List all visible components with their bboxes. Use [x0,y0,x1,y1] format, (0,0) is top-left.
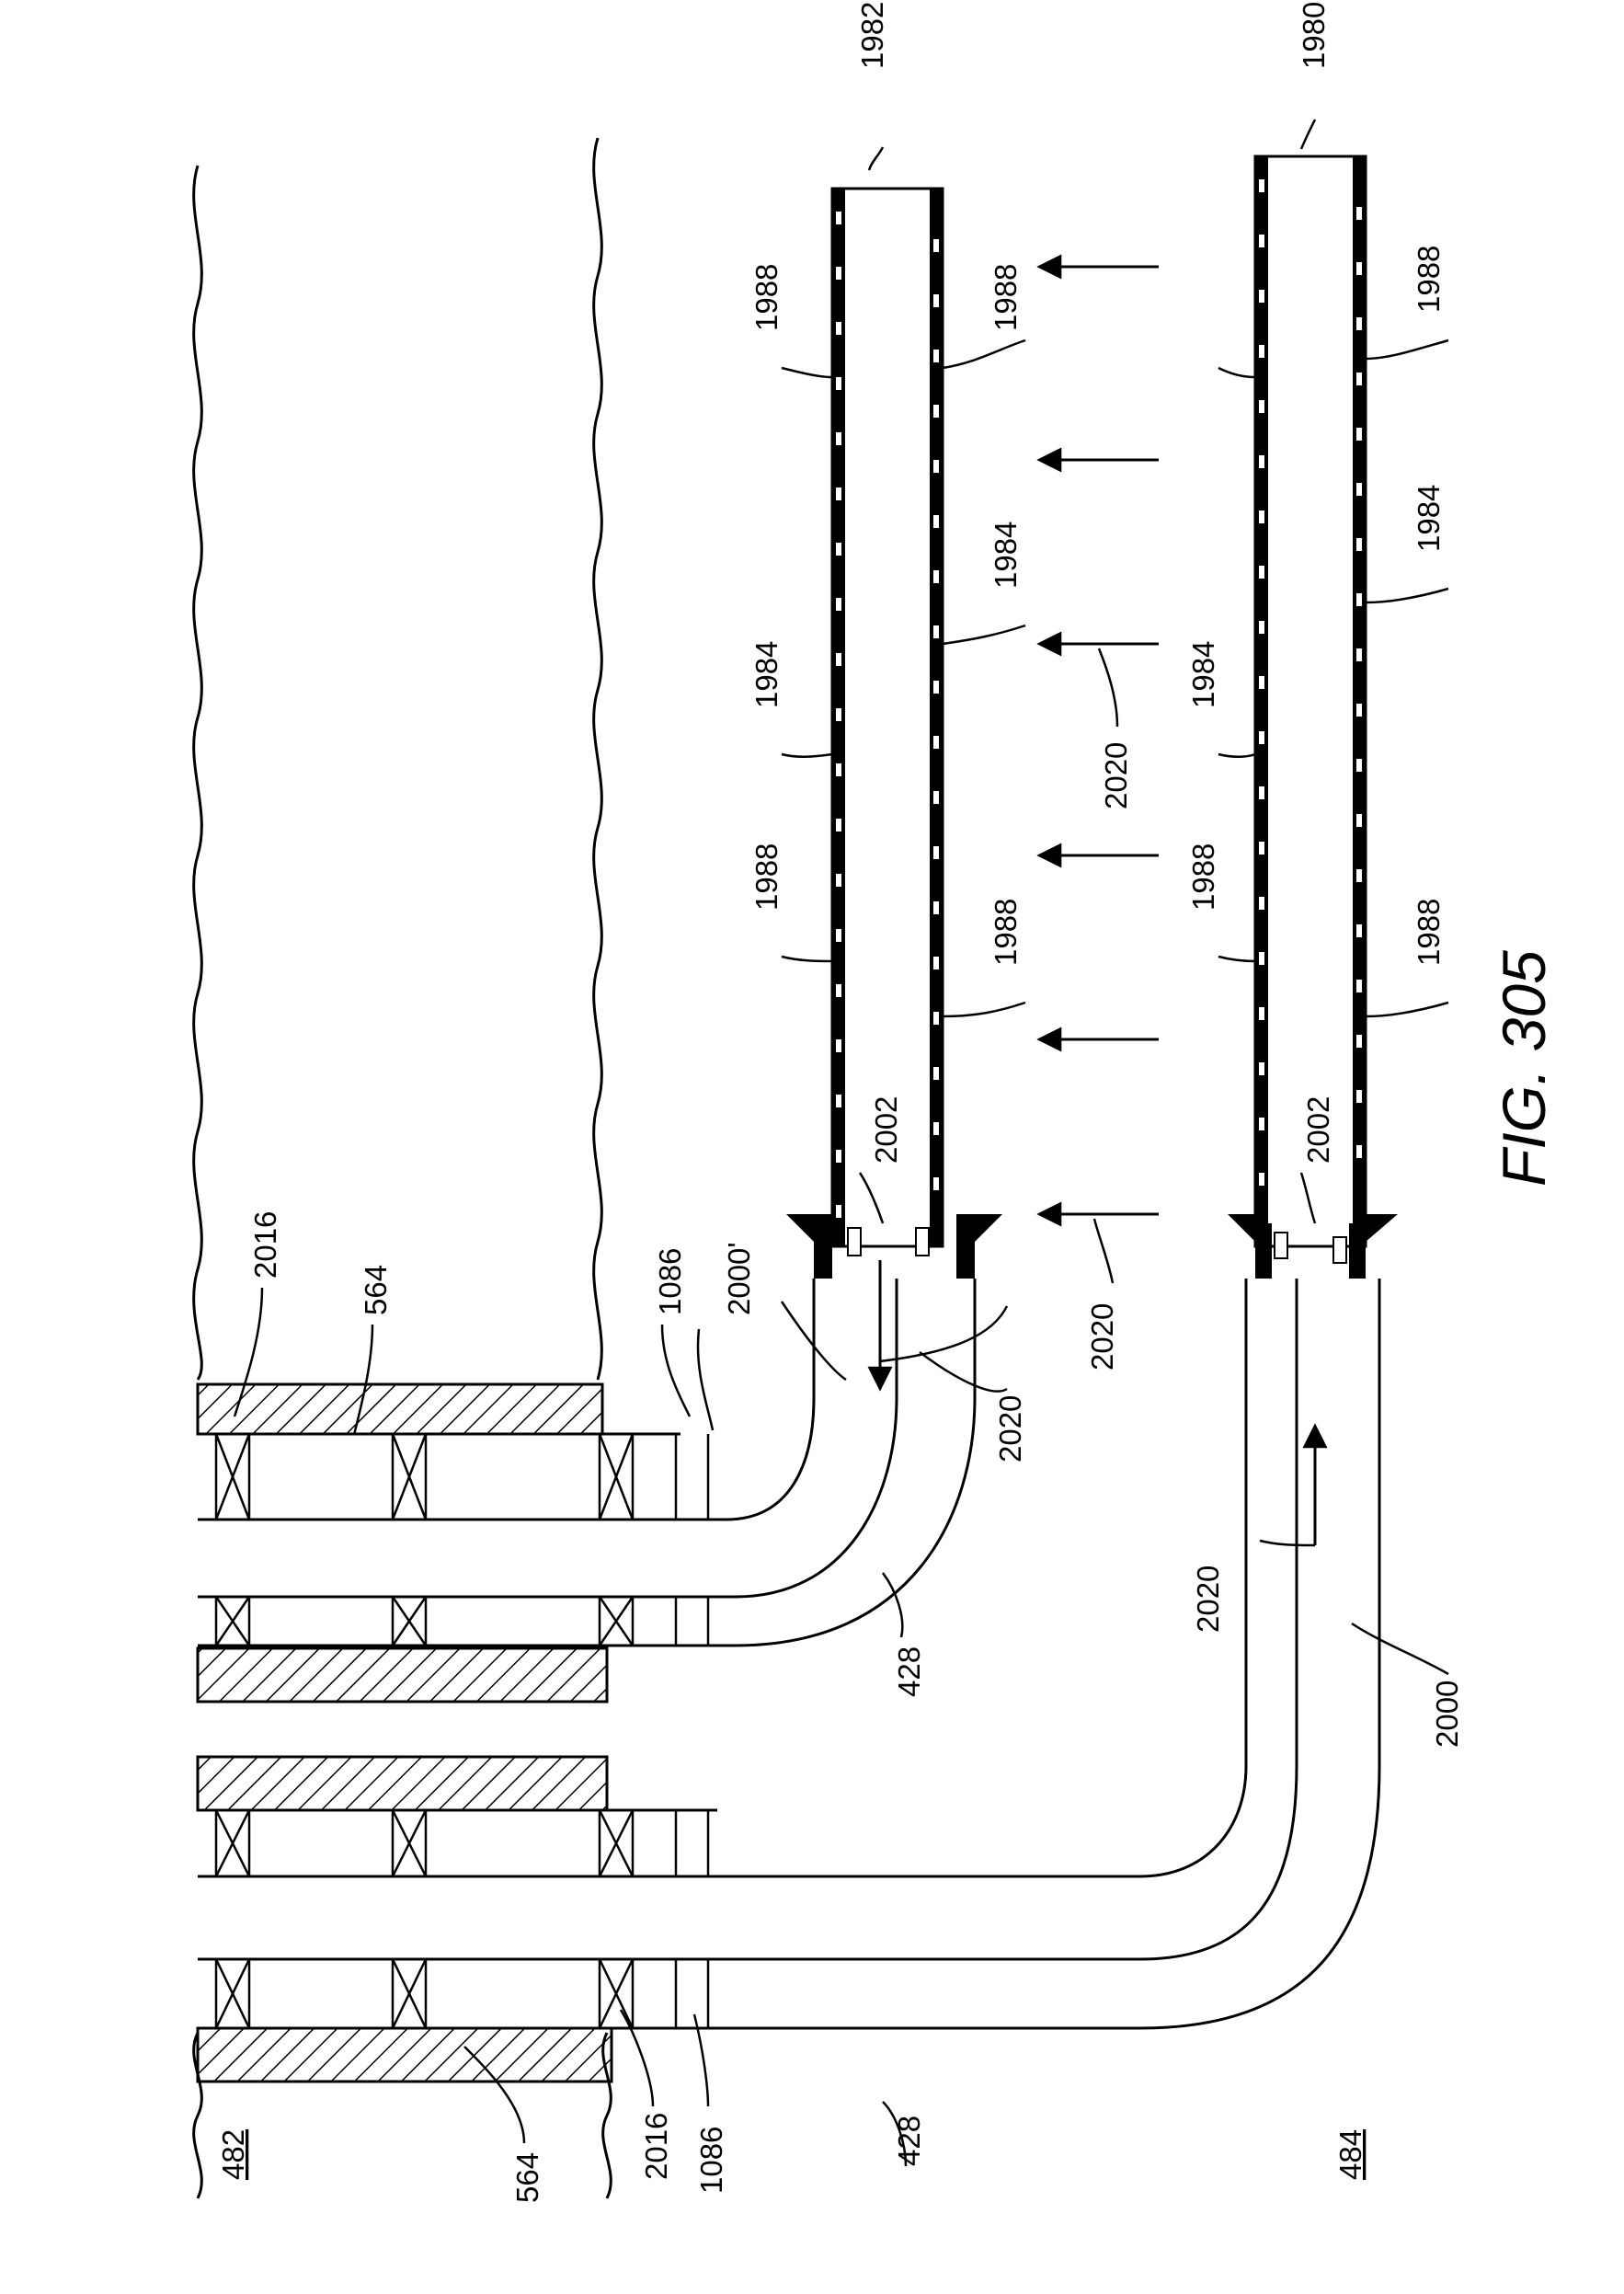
label-2002-b: 2002 [1301,1096,1335,1164]
label-2000-prime: 2000' [722,1242,756,1315]
heat-flow-arrows [1036,254,1159,1227]
formation-bottom-left-edge [192,2032,203,2199]
middle-wellbore [196,1644,717,1878]
label-2020-b: 2020 [1085,1303,1119,1371]
label-1982: 1982 [855,2,889,69]
formation-inner-edge [592,137,603,1381]
perforations-1988-lower [1259,179,1362,1186]
label-2016-b: 2016 [639,2113,673,2180]
label-1988-c: 1988 [749,843,783,911]
label-2020-c: 2020 [993,1395,1027,1462]
label-2002-a: 2002 [869,1096,903,1164]
label-1086-a: 1086 [653,1248,687,1315]
label-1988-g: 1988 [1412,899,1446,966]
packer-2016-lower [214,1957,635,2030]
cement-liner-upper [196,1382,604,1436]
packer-middle [214,1808,635,1878]
label-1980: 1980 [1297,2,1331,69]
cement-liner-middle-a [196,1646,609,1703]
packer-2016-upper [214,1432,635,1647]
label-1984-d: 1984 [1412,485,1446,552]
reference-labels: 1982 1980 1988 1988 1984 1984 1988 1988 … [216,2,1558,2203]
formation-left-edge [192,165,203,1381]
formation-boundaries [192,137,612,2199]
label-1984-c: 1984 [1186,641,1220,708]
label-2016-a: 2016 [248,1211,282,1279]
heater-1980 [1253,155,1367,1248]
label-1086-b: 1086 [694,2127,728,2194]
label-2020-e: 2020 [1191,1566,1225,1633]
label-2000: 2000 [1430,1680,1464,1748]
label-1984-b: 1984 [989,522,1023,589]
cement-liner-lower [196,2026,613,2083]
label-484: 484 [1333,2129,1367,2180]
lower-wellbore [196,1957,717,2083]
label-564-a: 564 [359,1265,393,1315]
upper-wellbore [196,1382,717,1647]
label-1988-a: 1988 [749,264,783,331]
figure-title: FIG. 305 [1490,950,1558,1187]
perforations-1988-upper [836,212,939,1218]
label-2020-a: 2020 [1099,742,1133,809]
label-1988-f: 1988 [1186,843,1220,911]
label-564-b: 564 [510,2152,544,2203]
upper-conduit [607,187,1002,1647]
cement-liner-middle-b [196,1755,609,1812]
label-1984-a: 1984 [749,641,783,708]
heater-1982 [830,187,944,1248]
label-1988-b: 1988 [989,264,1023,331]
label-428-b: 428 [892,2116,926,2166]
label-428-a: 428 [892,1646,926,1697]
lower-conduit [717,155,1398,2030]
label-1988-e: 1988 [1412,246,1446,313]
leader-lines [233,119,1449,2167]
label-482: 482 [216,2129,250,2180]
label-1988-d: 1988 [989,899,1023,966]
